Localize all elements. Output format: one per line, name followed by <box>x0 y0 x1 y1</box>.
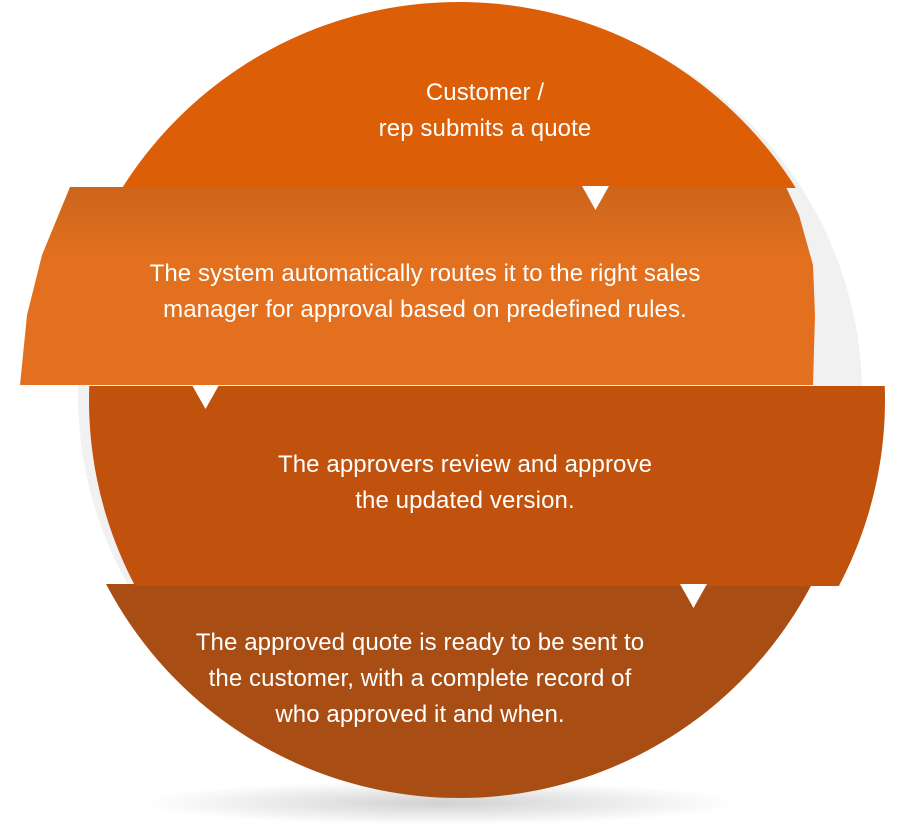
floor-shadow <box>140 781 740 825</box>
down-triangle-icon <box>582 186 609 210</box>
step-2-shade <box>20 187 815 385</box>
step-3-text: The approvers review and approve the upd… <box>277 451 653 514</box>
step-2-text: The system automatically routes it to th… <box>149 260 701 323</box>
step-1-text: Customer / rep submits a quote <box>378 79 592 142</box>
step-4-segment <box>106 584 812 798</box>
step-3-shade <box>89 386 885 586</box>
down-triangle-icon <box>680 584 707 608</box>
step-4-text: The approved quote is ready to be sent t… <box>195 629 645 728</box>
down-triangle-icon <box>192 385 219 409</box>
step-1-segment <box>122 2 796 188</box>
